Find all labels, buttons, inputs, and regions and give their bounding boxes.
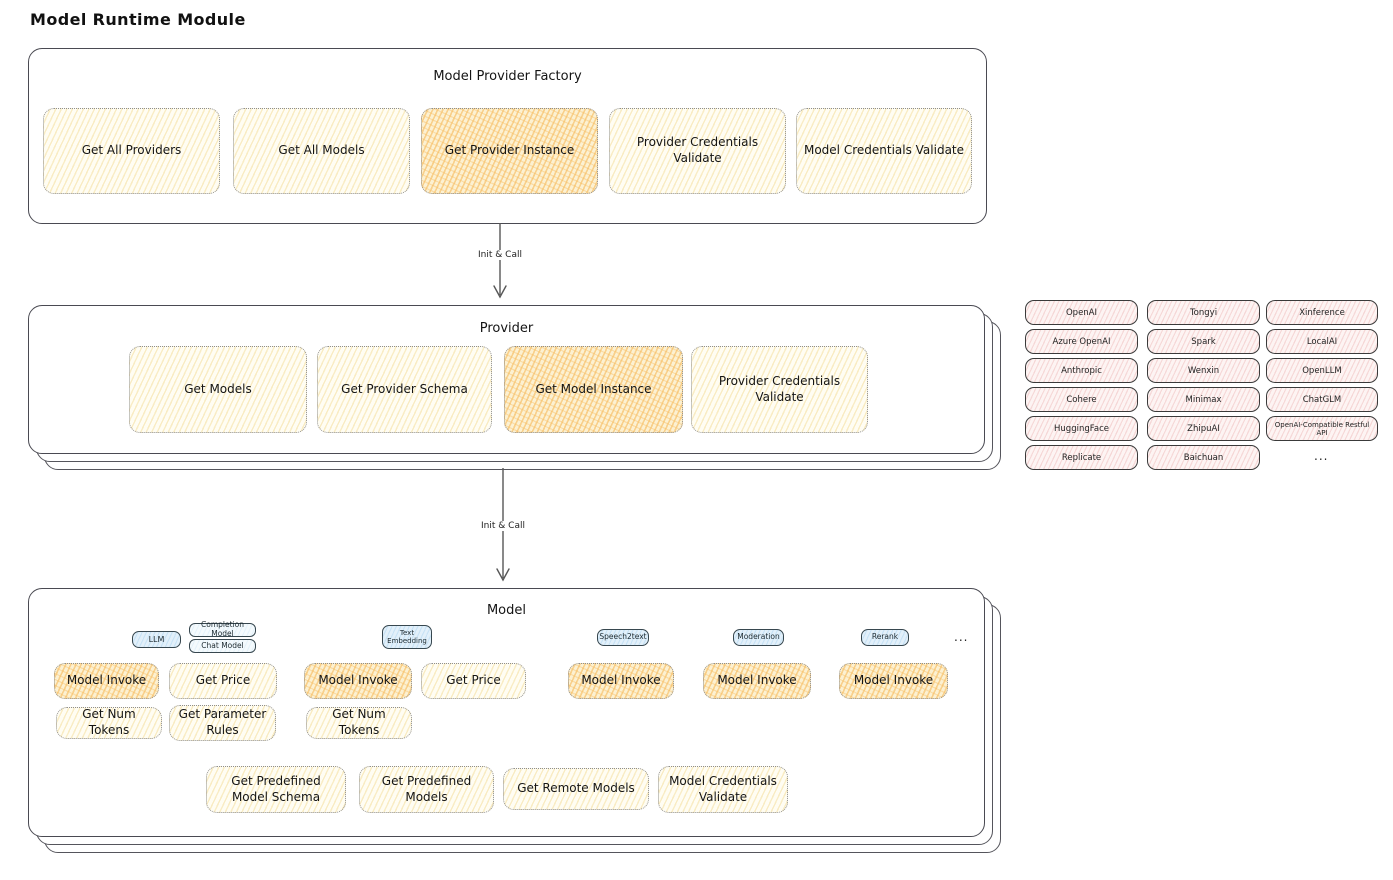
provider-item-get-provider-schema: Get Provider Schema [317,346,492,433]
tag-llm: LLM [132,631,181,648]
rerank-model-invoke: Model Invoke [839,663,948,699]
provider-chip-huggingface: HuggingFace [1025,416,1138,441]
factory-title: Model Provider Factory [433,69,582,84]
speech2text-model-invoke: Model Invoke [568,663,674,699]
model-box: Model LLM Completion Model Chat Model Te… [28,588,985,837]
embedding-model-invoke: Model Invoke [304,663,412,699]
tag-completion-model: Completion Model [189,621,256,638]
tag-moderation: Moderation [733,629,784,646]
factory-item-get-all-models: Get All Models [233,108,410,194]
factory-box: Model Provider Factory Get All Providers… [28,48,987,224]
get-predefined-model-schema: Get Predefined Model Schema [206,766,346,813]
provider-chip-localai: LocalAI [1266,329,1378,354]
provider-chip-replicate: Replicate [1025,445,1138,470]
factory-item-provider-credentials-validate: Provider Credentials Validate [609,108,786,194]
provider-chip-wenxin: Wenxin [1147,358,1260,383]
provider-item-provider-credentials-validate: Provider Credentials Validate [691,346,868,433]
llm-get-parameter-rules: Get Parameter Rules [169,705,276,741]
provider-chip-baichuan: Baichuan [1147,445,1260,470]
tag-speech2text: Speech2text [597,629,649,646]
get-remote-models: Get Remote Models [503,768,649,810]
provider-chip-openai-compatible: OpenAI-Compatible Restful API [1266,416,1378,441]
page-title: Model Runtime Module [30,10,246,29]
arrow-down-icon [493,223,507,299]
moderation-model-invoke: Model Invoke [703,663,811,699]
llm-get-num-tokens: Get Num Tokens [56,707,162,739]
provider-chip-azure-openai: Azure OpenAI [1025,329,1138,354]
init-call-label-1: Init & Call [473,250,527,260]
tag-chat-model: Chat Model [189,639,256,653]
tag-text-embedding: Text Embedding [382,625,432,649]
tag-rerank: Rerank [861,629,909,646]
provider-chip-minimax: Minimax [1147,387,1260,412]
model-title: Model [486,603,527,618]
factory-item-get-all-providers: Get All Providers [43,108,220,194]
providers-ellipsis: ... [1314,449,1329,463]
provider-chip-zhipuai: ZhipuAI [1147,416,1260,441]
get-predefined-models: Get Predefined Models [359,766,494,813]
provider-chip-openai: OpenAI [1025,300,1138,325]
provider-chip-chatglm: ChatGLM [1266,387,1378,412]
provider-chip-xinference: Xinference [1266,300,1378,325]
provider-chip-spark: Spark [1147,329,1260,354]
model-credentials-validate: Model Credentials Validate [658,766,788,813]
model-tags-ellipsis: ... [954,630,969,644]
llm-model-invoke: Model Invoke [54,663,159,699]
llm-get-price: Get Price [169,663,277,699]
provider-title: Provider [479,321,534,336]
embedding-get-num-tokens: Get Num Tokens [306,707,412,739]
embedding-get-price: Get Price [421,663,526,699]
provider-box: Provider Get Models Get Provider Schema … [28,305,985,454]
factory-item-get-provider-instance: Get Provider Instance [421,108,598,194]
provider-chip-tongyi: Tongyi [1147,300,1260,325]
provider-chip-openllm: OpenLLM [1266,358,1378,383]
factory-item-model-credentials-validate: Model Credentials Validate [796,108,972,194]
provider-item-get-models: Get Models [129,346,307,433]
provider-chip-anthropic: Anthropic [1025,358,1138,383]
provider-chip-cohere: Cohere [1025,387,1138,412]
provider-item-get-model-instance: Get Model Instance [504,346,683,433]
init-call-label-2: Init & Call [476,521,530,531]
